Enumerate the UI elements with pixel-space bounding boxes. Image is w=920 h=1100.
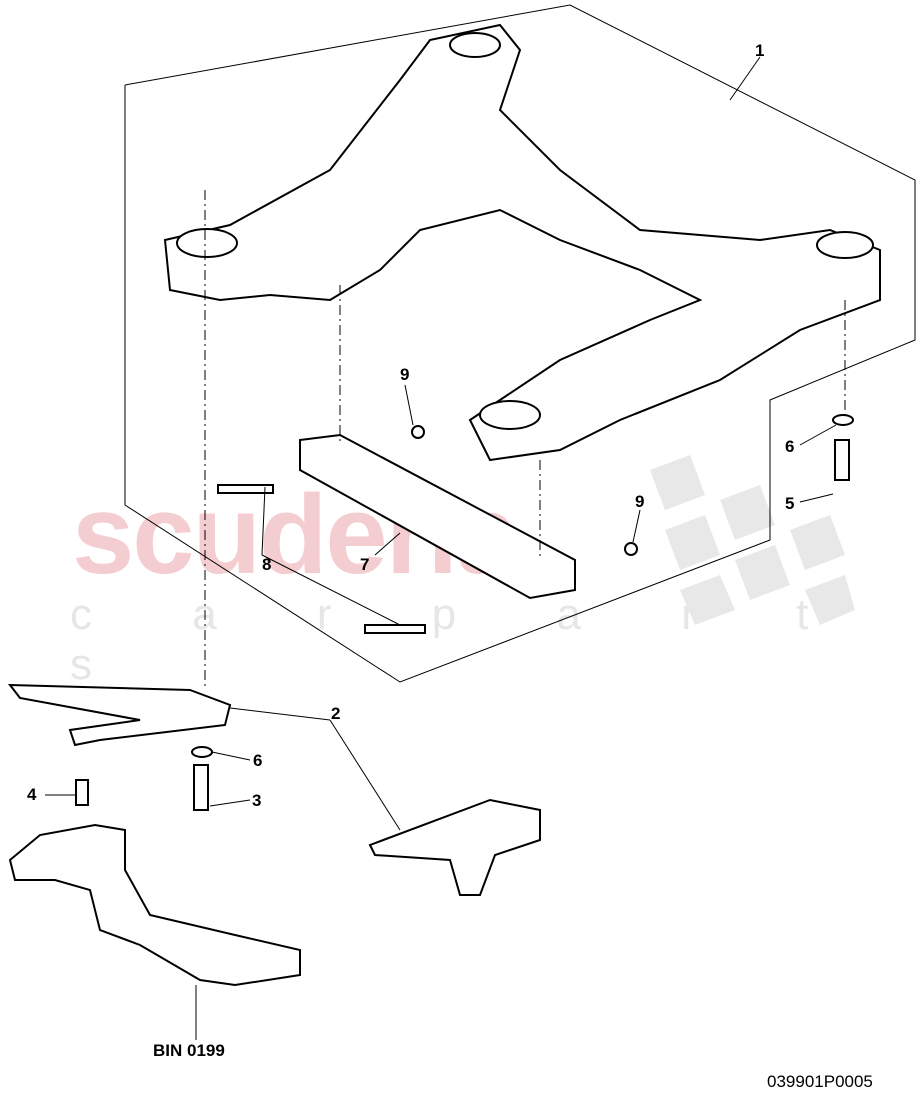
checkered-flag-watermark xyxy=(650,455,855,625)
callout-9a: 9 xyxy=(400,365,410,384)
callout-6b: 6 xyxy=(253,751,263,770)
bin-label: BIN 0199 xyxy=(153,1041,225,1060)
callout-1: 1 xyxy=(755,41,765,60)
callout-4: 4 xyxy=(27,785,37,804)
callout-8: 8 xyxy=(262,555,272,574)
callout-6a: 6 xyxy=(785,437,795,456)
callout-2: 2 xyxy=(331,704,341,723)
subframe xyxy=(163,23,881,462)
callout-7: 7 xyxy=(360,555,370,574)
callout-5: 5 xyxy=(785,494,795,513)
callout-9b: 9 xyxy=(635,492,645,511)
diagram-code: 039901P0005 xyxy=(767,1072,873,1091)
callout-3: 3 xyxy=(252,791,262,810)
